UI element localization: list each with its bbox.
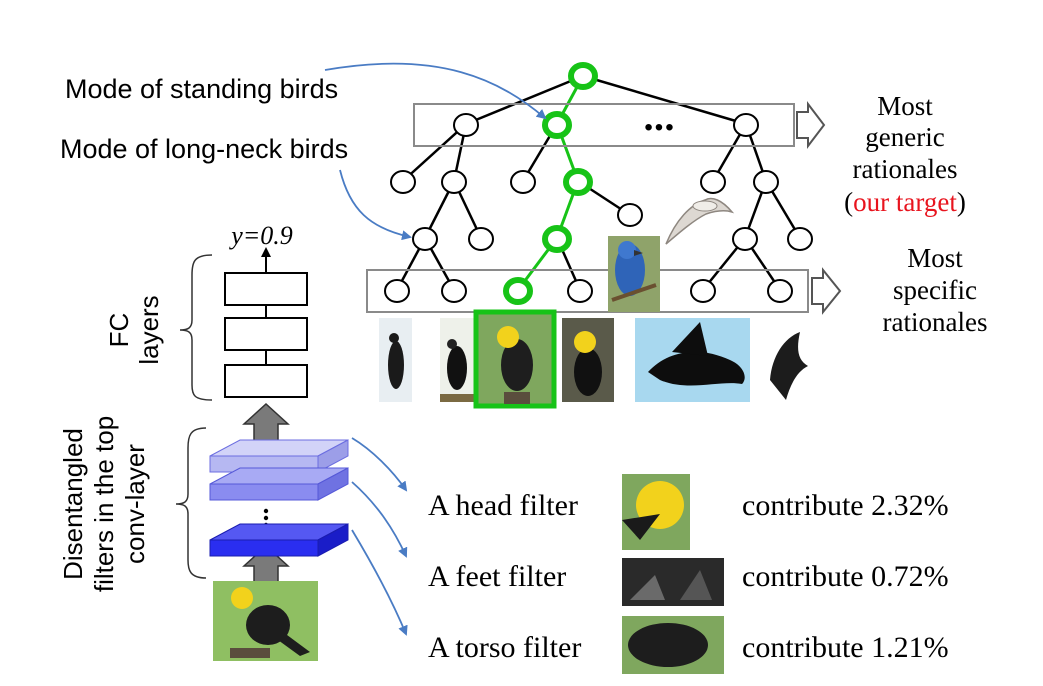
filter-name: A head filter [428,489,578,522]
green-nodes [503,62,598,305]
conv-label: Disentangled filters in the top conv-lay… [58,416,150,592]
filter-patch-icon [622,616,724,674]
fc-brace [179,254,213,401]
tree-node-icon [468,227,494,251]
feet-filter-arrow [351,481,408,558]
svg-text:conv-layer: conv-layer [120,444,150,564]
tree-node-icon [384,279,410,303]
filter-contribution: contribute 0.72% [742,560,949,593]
filter-row: A feet filter contribute 0.72% [428,558,949,606]
gull-photo [665,197,735,245]
generic-band [413,101,826,149]
tree-nodes [384,113,813,303]
bird-photo-icon [765,318,809,402]
target-note: (our target) [844,187,966,217]
tree-node-icon [732,227,758,251]
tree-node-icon [412,227,438,251]
specific-band [366,267,842,315]
filter-row: A head filter contribute 2.32% [428,474,949,550]
tree-node-icon [503,277,533,305]
leaf-bird-photos [379,309,809,409]
tree-node-icon [567,279,593,303]
generic-rationales-label: Most generic rationales (our target) [844,91,966,217]
head-filter-arrow [351,437,408,492]
tree-node-icon [563,168,593,196]
svg-text:generic: generic [865,122,944,152]
mode-standing-label: Mode of standing birds [65,74,338,104]
tree-node-icon [390,170,416,194]
bird-photo-icon [440,318,474,402]
tree-node-icon [441,279,467,303]
tree-node-icon [733,113,759,137]
tree-node-icon [441,170,467,194]
ellipsis: ••• [644,114,675,141]
specific-rationales-label: Most specific rationales [883,243,988,337]
bunting-photo [608,236,660,312]
conv-layer-1 [209,439,349,473]
conv-brace [175,427,207,579]
output-label: y=0.9 [228,221,293,250]
svg-text:specific: specific [893,275,977,305]
tree-node-icon [617,203,643,227]
svg-text:Most: Most [877,91,933,121]
hollow-arrow-icon [811,267,842,315]
filter-name: A feet filter [428,560,566,593]
svg-text:FC: FC [104,313,134,348]
filter-patch-icon [622,474,690,550]
filter-contribution: contribute 2.32% [742,489,949,522]
filter-name: A torso filter [428,631,581,664]
tree-node-icon [542,111,572,139]
mode-longneck-label: Mode of long-neck birds [60,134,348,164]
svg-text:rationales: rationales [853,154,958,184]
tree-node-icon [690,279,716,303]
filter-contribution: contribute 1.21% [742,631,949,664]
torso-filter-arrow [351,529,408,636]
svg-text:rationales: rationales [883,307,988,337]
bird-photo-icon [473,309,557,409]
svg-text:Most: Most [907,243,963,273]
svg-text:filters in the top: filters in the top [89,416,119,592]
tree-node-icon [453,113,479,137]
longneck-mode-arrow [339,169,412,241]
tree-node-icon [700,170,726,194]
svg-text:layers: layers [134,295,164,364]
fc-layers [224,272,308,398]
hollow-arrow-icon [796,101,826,149]
tree-node-icon [568,62,598,90]
bird-photo-icon [379,318,412,402]
input-bird-photo [213,581,318,661]
svg-text:Disentangled: Disentangled [58,428,88,580]
fc-label: FC layers [104,295,164,364]
standing-mode-arrow [324,62,547,120]
tree-node-icon [767,279,793,303]
bird-photo-icon [562,318,614,402]
filter-row: A torso filter contribute 1.21% [428,616,949,674]
conv-layer-2 [209,467,349,501]
filter-patch-icon [622,558,724,606]
tree-node-icon [787,227,813,251]
conv-layer-3 [209,523,349,557]
tree-node-icon [542,225,572,253]
bird-photo-icon [635,318,750,402]
tree-node-icon [510,170,536,194]
tree-node-icon [753,170,779,194]
